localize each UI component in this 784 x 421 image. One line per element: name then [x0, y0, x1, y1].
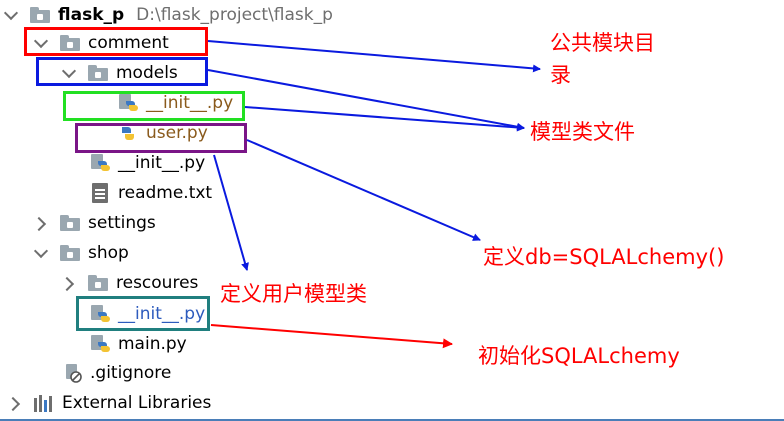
- tree-item-label: .gitignore: [90, 363, 172, 383]
- folder-icon: [60, 215, 80, 231]
- highlight-box-comment: [24, 27, 208, 56]
- tree-item-label: shop: [88, 243, 129, 263]
- folder-icon: [88, 275, 108, 291]
- tree-root-row[interactable]: flask_p D:\flask_project\flask_p: [4, 0, 333, 30]
- python-file-icon: [91, 335, 110, 352]
- tree-item-label: External Libraries: [62, 393, 212, 413]
- highlight-box-models: [36, 57, 208, 86]
- tree-item-label: settings: [88, 213, 156, 233]
- annotation-define-user-model: 定义用户模型类: [220, 282, 367, 306]
- project-name: flask_p: [58, 5, 125, 25]
- tree-item-readme[interactable]: readme.txt: [92, 178, 212, 208]
- tree-item-external-libraries[interactable]: External Libraries: [8, 388, 211, 418]
- folder-icon: [60, 35, 80, 51]
- python-file-icon: [91, 305, 110, 322]
- annotation-common-module-dir-2: 录: [550, 63, 571, 87]
- text-file-icon: [92, 183, 108, 203]
- tree-item-rescoures[interactable]: rescoures: [62, 268, 198, 298]
- tree-item-label: readme.txt: [118, 183, 213, 203]
- tree-item-label: comment: [88, 33, 169, 53]
- annotation-model-class-file: 模型类文件: [530, 120, 635, 144]
- tree-item-label: rescoures: [116, 273, 199, 293]
- tree-item-label: __init__.py: [146, 93, 234, 113]
- highlight-box-user: [75, 123, 247, 153]
- tree-item-gitignore[interactable]: .gitignore: [64, 358, 171, 388]
- tree-item-shop-init[interactable]: __init__.py: [90, 299, 205, 329]
- annotation-common-module-dir-1: 公共模块目: [550, 31, 655, 55]
- folder-icon: [60, 245, 80, 261]
- panel-bottom-border: [0, 419, 784, 421]
- tree-item-comment-init[interactable]: __init__.py: [90, 148, 205, 178]
- tree-item-label: __init__.py: [118, 304, 206, 324]
- tree-item-settings[interactable]: settings: [34, 208, 156, 238]
- libraries-icon: [34, 394, 56, 412]
- python-file-icon: [122, 127, 134, 140]
- highlight-box-models-init: [63, 91, 245, 121]
- tree-item-label: __init__.py: [118, 153, 206, 173]
- tree-item-user[interactable]: user.py: [118, 118, 208, 148]
- folder-icon: [30, 7, 50, 23]
- tree-item-shop[interactable]: shop: [34, 238, 129, 268]
- python-file-icon: [119, 94, 138, 111]
- tree-item-models-init[interactable]: __init__.py: [118, 88, 233, 118]
- folder-icon: [88, 65, 108, 81]
- tree-item-label: user.py: [146, 123, 208, 143]
- tree-item-main[interactable]: main.py: [90, 329, 187, 359]
- tree-item-comment[interactable]: comment: [34, 28, 169, 58]
- project-path: D:\flask_project\flask_p: [136, 5, 333, 25]
- highlight-box-shop-init: [76, 296, 210, 331]
- tree-item-models[interactable]: models: [62, 58, 178, 88]
- python-file-icon: [91, 154, 110, 171]
- annotation-define-db: 定义db=SQLALchemy(): [483, 245, 725, 269]
- gitignore-file-icon: [66, 364, 82, 383]
- tree-item-label: main.py: [118, 334, 187, 354]
- tree-item-label: models: [116, 63, 178, 83]
- annotation-init-sqlalchemy: 初始化SQLALchemy: [478, 344, 680, 368]
